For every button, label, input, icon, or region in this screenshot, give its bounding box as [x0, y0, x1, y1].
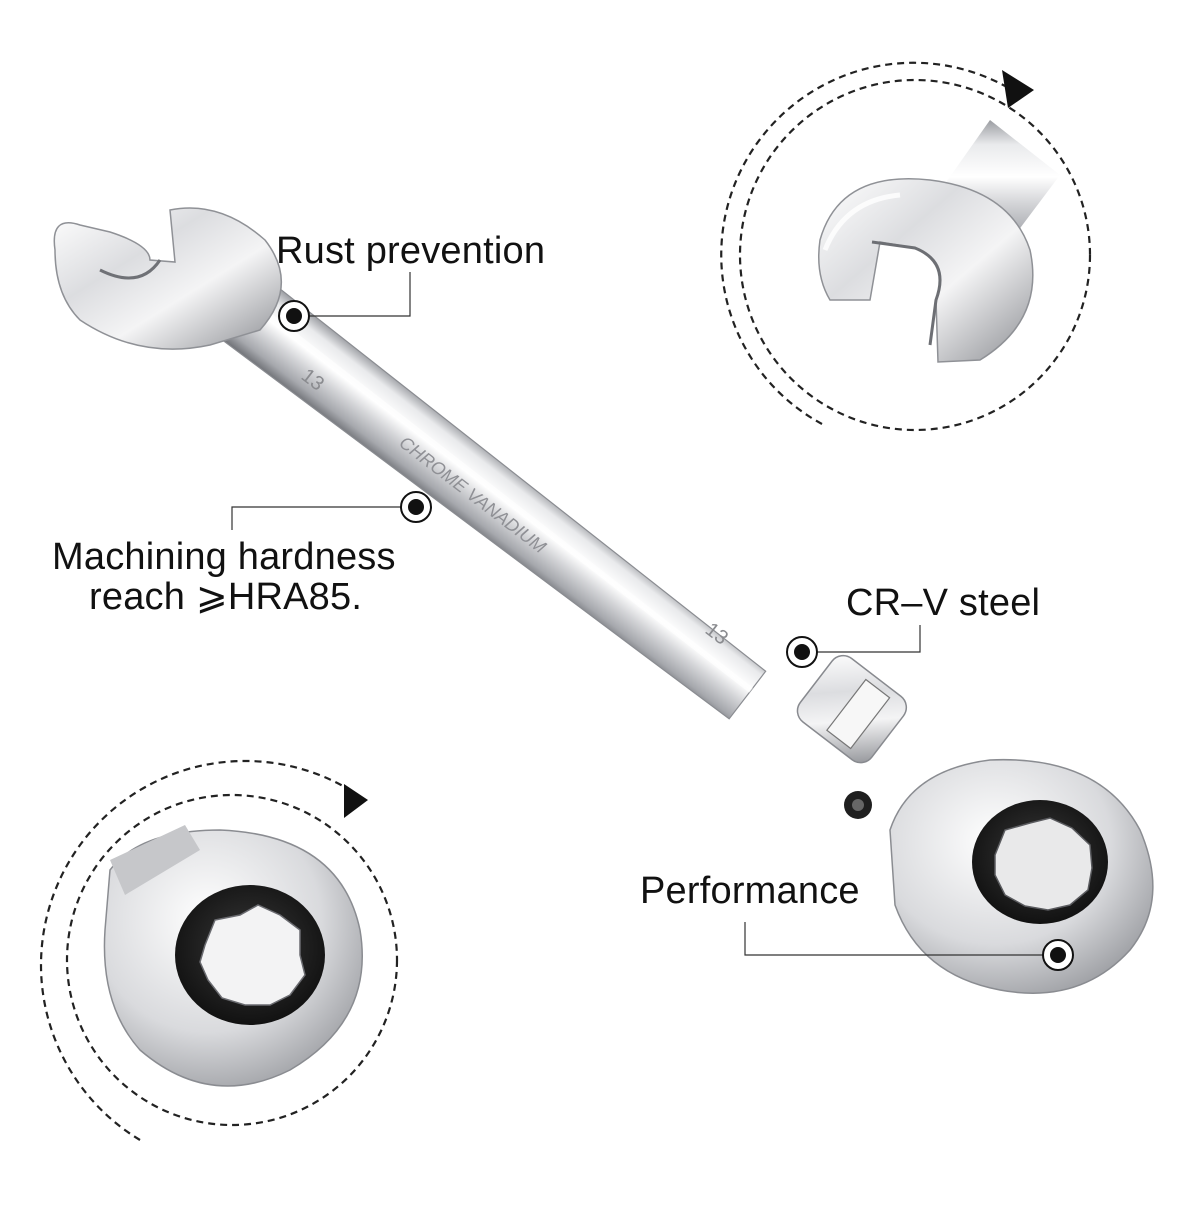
label-performance: Performance — [640, 870, 860, 912]
label-machining-line1: Machining hardness — [52, 536, 396, 578]
callout-dot-icon — [1042, 939, 1074, 971]
callout-lines — [231, 272, 1048, 956]
rotation-arrow-icon — [1002, 70, 1034, 108]
callout-dot-icon — [400, 491, 432, 523]
closeup-ratchet-end — [39, 759, 399, 1141]
main-wrench — [53, 207, 1154, 994]
label-machining-line2: reach ⩾HRA85. — [89, 576, 363, 618]
label-machining-hardness: Machining hardness reach ⩾HRA85. — [52, 537, 396, 617]
rotation-arrow-icon — [344, 784, 368, 818]
label-rust-prevention: Rust prevention — [276, 230, 546, 272]
label-crv-steel: CR–V steel — [846, 582, 1041, 624]
callout-dot-icon — [278, 300, 310, 332]
callout-dot-icon — [786, 636, 818, 668]
closeup-open-end — [720, 61, 1092, 432]
